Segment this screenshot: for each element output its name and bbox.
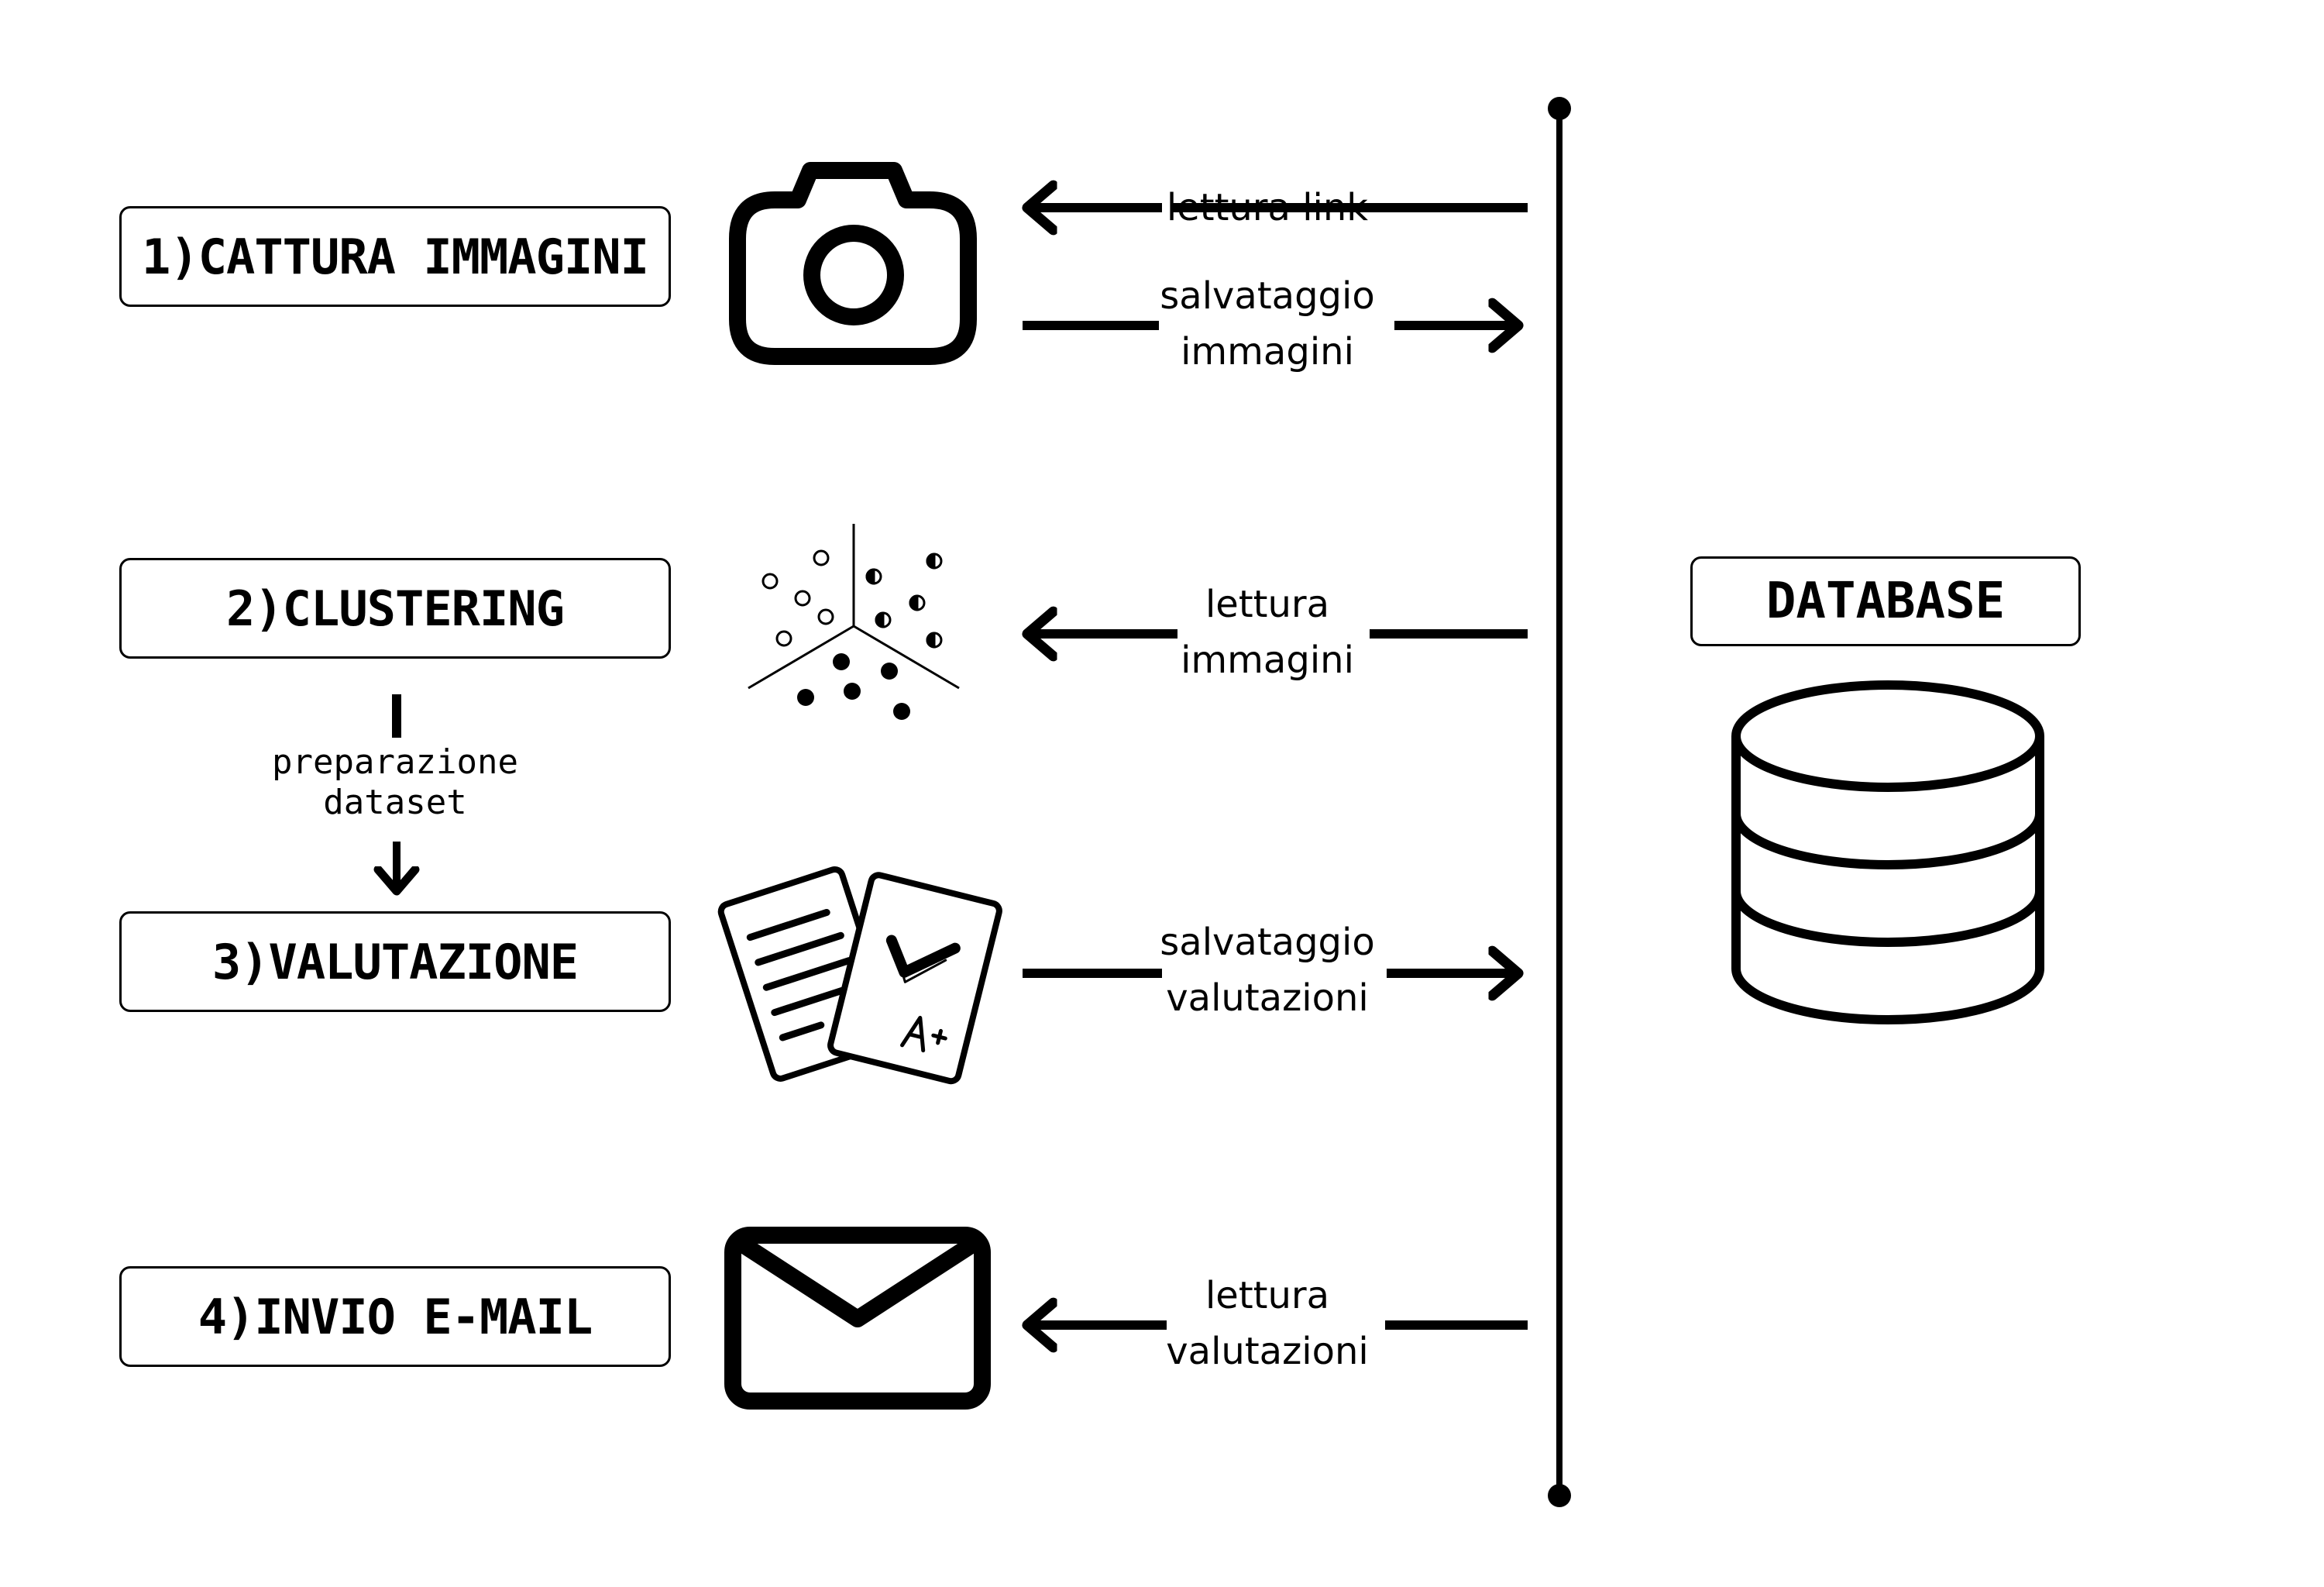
flow-label-line: valutazioni [1166, 1330, 1369, 1373]
flow-label-line: lettura [1205, 583, 1330, 626]
flow-label-line: salvataggio [1160, 274, 1375, 318]
database-icon [1731, 680, 2044, 1024]
preparation-dataset-label: preparazione dataset [225, 742, 566, 823]
graded-documents-icon [717, 866, 1002, 1085]
flow-label-salvataggio-immagini: salvataggio immagini [1136, 268, 1399, 380]
step-clustering: 2)CLUSTERING [119, 558, 671, 659]
flow-label-line: salvataggio [1160, 921, 1375, 964]
scatter-plot-icon [748, 524, 960, 720]
step-invio-email: 4)INVIO E-MAIL [119, 1266, 671, 1367]
database-label: DATABASE [1690, 556, 2081, 646]
flow-label-line: immagini [1181, 639, 1354, 682]
flow-label-lettura-valutazioni: lettura valutazioni [1136, 1268, 1399, 1379]
flow-label-salvataggio-valutazioni: salvataggio valutazioni [1136, 914, 1399, 1026]
database-bus-line [1548, 97, 1571, 1507]
step-cattura-immagini: 1)CATTURA IMMAGINI [119, 206, 671, 307]
flow-label-line: lettura link [1166, 186, 1369, 229]
flow-label-lettura-immagini: lettura immagini [1136, 577, 1399, 688]
flow-label-line: lettura [1205, 1274, 1330, 1317]
preparation-line1: preparazione [272, 742, 518, 782]
preparation-line2: dataset [323, 783, 467, 822]
flow-label-line: immagini [1181, 330, 1354, 374]
step-valutazione: 3)VALUTAZIONE [119, 911, 671, 1012]
flow-label-line: valutazioni [1166, 976, 1369, 1020]
camera-icon [729, 162, 977, 365]
envelope-icon [724, 1227, 991, 1410]
flow-label-lettura-link: lettura link [1136, 180, 1399, 236]
